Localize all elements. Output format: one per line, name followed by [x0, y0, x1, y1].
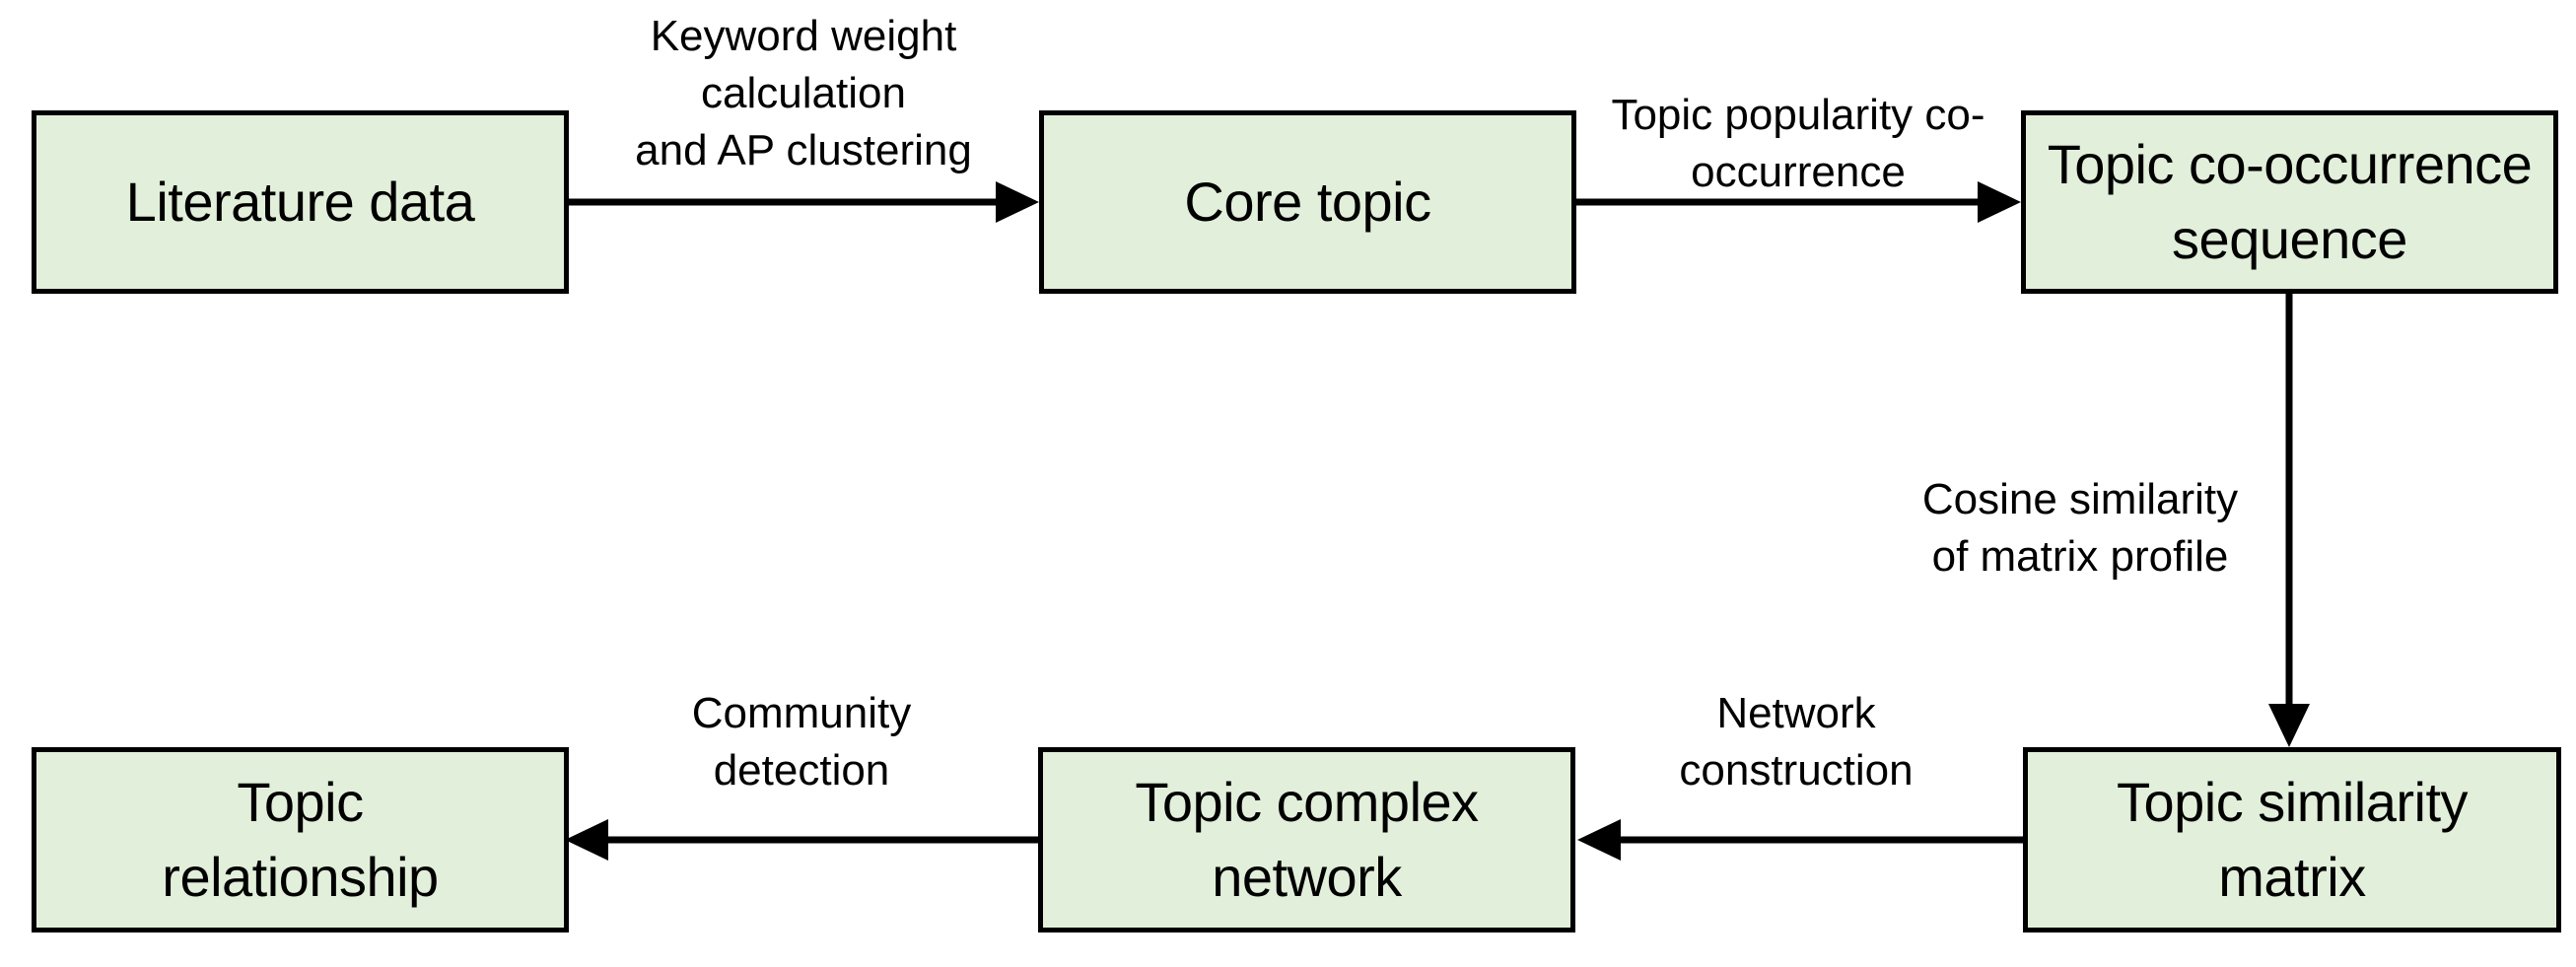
arrow-sequence-to-similarity-matrix — [2268, 294, 2310, 747]
arrow-similarity-matrix-to-network — [1577, 819, 2023, 861]
node-topic-complex-network: Topic complex network — [1038, 747, 1575, 932]
edge-label-network-construction: Network construction — [1679, 689, 1914, 794]
node-core-topic: Core topic — [1039, 110, 1576, 294]
node-topic-co-occurrence-sequence: Topic co-occurrence sequence — [2021, 110, 2558, 294]
node-topic-relationship: Topic relationship — [32, 747, 569, 932]
edge-label-keyword-weight: Keyword weight calculation and AP cluste… — [635, 12, 972, 174]
node-literature-data: Literature data — [32, 110, 569, 294]
edge-label-topic-popularity: Topic popularity co- occurrence — [1611, 91, 1985, 196]
edge-label-community-detection: Community detection — [691, 689, 912, 794]
arrow-literature-to-core-topic — [569, 181, 1039, 223]
arrow-network-to-relationship — [565, 819, 1038, 861]
node-topic-similarity-matrix: Topic similarity matrix — [2023, 747, 2561, 932]
arrow-core-topic-to-sequence — [1576, 181, 2021, 223]
edge-label-cosine-similarity: Cosine similarity of matrix profile — [1921, 475, 2239, 581]
